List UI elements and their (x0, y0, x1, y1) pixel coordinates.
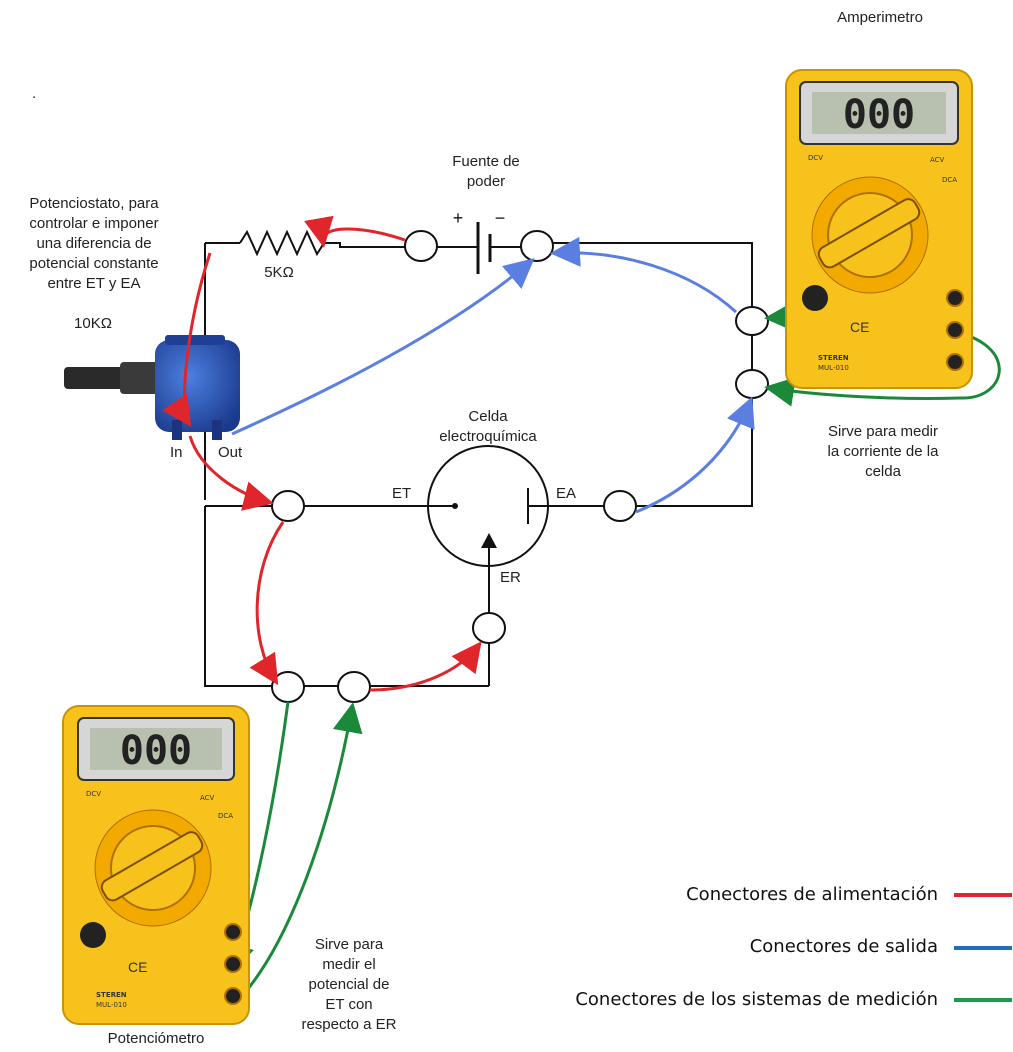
legend: Conectores de alimentación Conectores de… (575, 884, 1012, 1010)
svg-text:la corriente de la: la corriente de la (828, 443, 940, 460)
svg-text:DCV: DCV (86, 790, 101, 798)
red-supply-arrows (162, 215, 482, 692)
connector-battery-plus (404, 230, 438, 262)
svg-text:Celda: Celda (468, 408, 508, 425)
power-source-label: Fuente de poder (452, 153, 520, 190)
connector-amp-top (735, 306, 769, 336)
et-label: ET (392, 485, 411, 502)
battery-minus-sign: − (495, 208, 506, 228)
svg-text:ET con: ET con (325, 996, 372, 1013)
svg-text:controlar e imponer: controlar e imponer (29, 215, 158, 232)
svg-text:Fuente de: Fuente de (452, 153, 520, 170)
wire-top-right (553, 242, 753, 320)
wire-left-lower (204, 506, 272, 687)
svg-text:Sirve para medir: Sirve para medir (828, 423, 938, 440)
er-label: ER (500, 569, 521, 586)
blue-output-arrows (231, 236, 755, 514)
wire-right (637, 398, 753, 507)
legend-label-supply: Conectores de alimentación (686, 884, 938, 905)
electrochemical-cell (427, 445, 549, 567)
potentiometer-meter-device: 000 DCV ACV DCA CE STEREN MUL-010 (62, 705, 250, 1025)
er-arrow (481, 533, 497, 548)
svg-text:DCV: DCV (808, 154, 823, 162)
connector-bottom-left (271, 671, 305, 703)
connector-amp-bottom (735, 369, 769, 399)
in-label: In (170, 444, 183, 461)
svg-text:Sirve para: Sirve para (315, 936, 384, 953)
out-label: Out (218, 444, 243, 461)
legend-label-measurement: Conectores de los sistemas de medición (575, 989, 938, 1010)
battery-plus-sign: + (453, 208, 464, 228)
svg-text:DCA: DCA (218, 812, 233, 820)
resistor-value: 5KΩ (264, 264, 294, 281)
svg-text:CE: CE (850, 319, 869, 335)
svg-text:MUL-010: MUL-010 (96, 1001, 127, 1009)
connectors (271, 230, 769, 703)
connector-et (271, 490, 305, 522)
ammeter-device: 000 DCV ACV DCA CE STEREN MUL-010 (785, 69, 973, 389)
svg-text:Potenciostato, para: Potenciostato, para (29, 195, 159, 212)
svg-text:medir el: medir el (322, 956, 375, 973)
svg-text:CE: CE (128, 959, 147, 975)
svg-text:poder: poder (467, 173, 505, 190)
svg-text:STEREN: STEREN (96, 991, 127, 999)
svg-text:potencial de: potencial de (309, 976, 390, 993)
svg-text:ACV: ACV (200, 794, 215, 802)
svg-text:DCA: DCA (942, 176, 957, 184)
ammeter-note: Sirve para medir la corriente de la celd… (828, 423, 940, 480)
potentiometer-note: Sirve para medir el potencial de ET con … (301, 936, 396, 1033)
potentiometer-value: 10KΩ (74, 315, 112, 332)
potentiometer-meter-title: Potenciómetro (108, 1030, 205, 1047)
ea-label: EA (556, 485, 576, 502)
cell-label: Celda electroquímica (439, 408, 537, 445)
connector-er (472, 612, 506, 644)
svg-text:entre ET y EA: entre ET y EA (47, 275, 140, 292)
ammeter-title: Amperimetro (837, 9, 923, 26)
potentiometer-device (64, 335, 240, 440)
connector-ea (603, 490, 637, 522)
svg-text:respecto a ER: respecto a ER (301, 1016, 396, 1033)
legend-label-output: Conectores de salida (750, 936, 938, 957)
potentiostat-label: Potenciostato, para controlar e imponer … (29, 195, 159, 292)
svg-text:electroquímica: electroquímica (439, 428, 537, 445)
stray-dot: . (32, 85, 36, 102)
svg-text:MUL-010: MUL-010 (818, 364, 849, 372)
ammeter-display: 000 (843, 92, 915, 138)
connector-battery-minus (520, 230, 554, 262)
connector-bottom-mid (337, 671, 371, 703)
svg-text:ACV: ACV (930, 156, 945, 164)
potentiometer-meter-display: 000 (120, 728, 192, 774)
svg-text:potencial constante: potencial constante (29, 255, 158, 272)
svg-text:una diferencia de: una diferencia de (36, 235, 151, 252)
resistor-zigzag (239, 229, 407, 257)
svg-text:celda: celda (865, 463, 902, 480)
svg-text:STEREN: STEREN (818, 354, 849, 362)
